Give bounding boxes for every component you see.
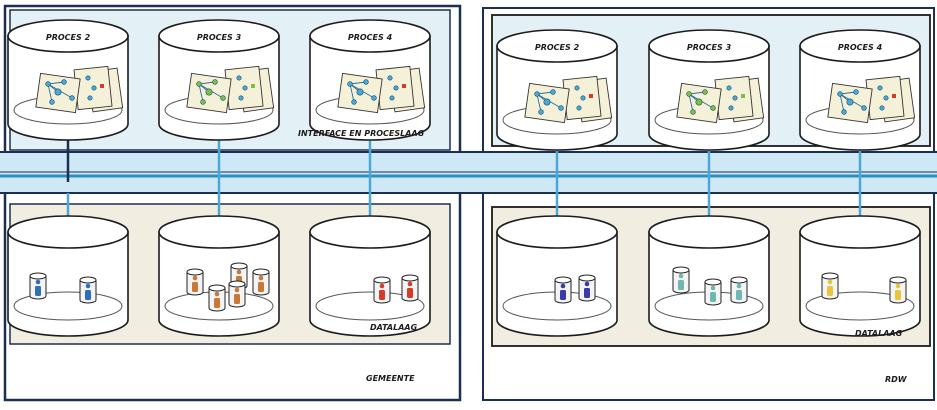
process-label: PROCES 4	[838, 43, 883, 52]
process-cylinder: PROCES 4	[799, 29, 921, 151]
data-cylinder	[496, 215, 618, 337]
process-diagram-icon	[186, 65, 275, 114]
database-user-icon	[730, 276, 748, 304]
database-user-icon	[889, 276, 907, 304]
process-diagram-icon	[827, 75, 916, 124]
process-label: PROCES 3	[687, 43, 732, 52]
process-cylinder: PROCES 2	[7, 19, 129, 141]
process-cylinder: PROCES 3	[158, 19, 280, 141]
database-user-icon	[79, 276, 97, 304]
database-user-icon	[672, 266, 690, 294]
process-label: PROCES 2	[535, 43, 580, 52]
process-cylinder: PROCES 4	[309, 19, 431, 141]
data-cylinder	[309, 215, 431, 337]
process-cylinder: PROCES 2	[496, 29, 618, 151]
process-cylinders: PROCES 2 PROCES 3 PROCES 4 PROCES 2 PROCES 3…	[7, 19, 921, 151]
process-cylinder: PROCES 3	[648, 29, 770, 151]
gemeente-data-layer-label: DATALAAG	[370, 323, 418, 332]
process-label: PROCES 2	[46, 33, 91, 42]
interface-bus	[0, 151, 937, 194]
data-cylinder	[799, 215, 921, 337]
database-user-icon	[554, 276, 572, 304]
data-cylinder	[648, 215, 770, 337]
process-diagram-icon	[524, 75, 613, 124]
database-user-icon	[704, 278, 722, 306]
database-user-icon	[373, 276, 391, 304]
database-user-icon	[29, 272, 47, 300]
database-user-icon	[401, 274, 419, 302]
database-user-icon	[821, 272, 839, 300]
database-user-icon	[228, 280, 246, 308]
data-cylinders	[7, 215, 921, 337]
rdw-data-layer-label: DATALAAG	[855, 329, 903, 338]
database-user-icon	[208, 284, 226, 312]
data-cylinder	[158, 215, 280, 337]
org-name-gemeente: GEMEENTE	[366, 374, 415, 383]
database-user-icon	[578, 274, 596, 302]
data-cylinder	[7, 215, 129, 337]
org-name-rdw: RDW	[885, 375, 908, 384]
database-user-icon	[252, 268, 270, 296]
process-diagram-icon	[337, 65, 426, 114]
process-layer-label: INTERFACE EN PROCESLAAG	[298, 129, 425, 138]
process-label: PROCES 4	[348, 33, 393, 42]
process-diagram-icon	[35, 65, 124, 114]
database-user-icon	[186, 268, 204, 296]
process-label: PROCES 3	[197, 33, 242, 42]
process-diagram-icon	[676, 75, 765, 124]
